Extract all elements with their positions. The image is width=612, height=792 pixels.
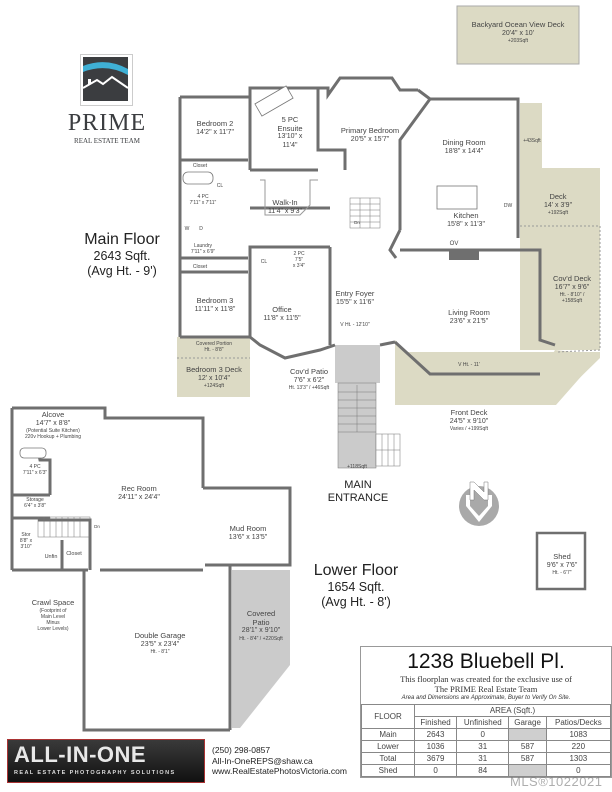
- contact-website[interactable]: www.RealEstatePhotosVictoria.com: [212, 766, 347, 776]
- area-table: FLOOR AREA (Sqft.) Finished Unfinished G…: [361, 704, 612, 777]
- contact-phone: (250) 298-0857: [212, 745, 271, 755]
- col-finished: Finished: [413, 716, 458, 729]
- exclusive-use-line-2: The PRIME Real Estate Team: [434, 684, 538, 694]
- logo-mark-icon: [80, 54, 133, 106]
- closet-label-1: Closet: [192, 163, 208, 169]
- logo-tagline: REAL ESTATE TEAM: [74, 137, 140, 145]
- disclaimer: Area and Dimensions are Approximate, Buy…: [401, 695, 571, 701]
- col-garage: Garage: [508, 716, 547, 729]
- table-row: Total 3679 31 587 1303: [361, 752, 612, 765]
- contact-block: (250) 298-0857 All-In-OneREPS@shaw.ca ww…: [212, 745, 347, 777]
- main-entrance-label: MAIN ENTRANCE: [327, 479, 389, 504]
- company-name: ALL-IN-ONE: [14, 742, 147, 767]
- lower-stairs-down: Dn: [94, 524, 100, 529]
- room-closet-lower: Closet: [66, 551, 82, 557]
- lower-floor-title: Lower Floor 1654 Sqft. (Avg Ht. - 8'): [313, 562, 399, 609]
- table-row: Main 2643 0 1083: [361, 728, 612, 741]
- exclusive-use-line-1: This floorplan was created for the exclu…: [400, 674, 572, 684]
- room-unfin: Unfin: [44, 554, 58, 560]
- col-patios-decks: Patios/Decks: [545, 716, 612, 729]
- info-box: 1238 Bluebell Pl. This floorplan was cre…: [360, 646, 612, 778]
- col-unfinished: Unfinished: [456, 716, 510, 729]
- mls-watermark: MLS®1022021: [510, 774, 603, 789]
- main-floor-title: Main Floor 2643 Sqft. (Avg Ht. - 9'): [84, 231, 160, 278]
- company-tagline: REAL ESTATE PHOTOGRAPHY SOLUTIONS: [14, 770, 176, 776]
- stairs-down-label: Dn: [354, 220, 360, 225]
- washer-label: W: [184, 226, 190, 232]
- dryer-label: D: [199, 226, 203, 232]
- entrance-landing-area: +118Sqft: [347, 464, 367, 470]
- cl-label-2: CL: [260, 259, 268, 265]
- backyard-deck-label: Backyard Ocean View Deck 20'4" x 10' +20…: [471, 20, 565, 44]
- compass-icon: [459, 481, 499, 526]
- prime-logo: PRIME REAL ESTATE TEAM: [60, 52, 154, 147]
- living-vault-height: V Ht. - 11': [458, 362, 480, 368]
- table-row: Lower 1036 31 587 220: [361, 740, 612, 753]
- company-banner: ALL-IN-ONE REAL ESTATE PHOTOGRAPHY SOLUT…: [7, 739, 205, 783]
- area-header: AREA (Sqft.): [414, 704, 611, 717]
- logo-brand: PRIME: [67, 110, 147, 136]
- contact-email[interactable]: All-In-OneREPS@shaw.ca: [212, 755, 313, 766]
- property-address: 1238 Bluebell Pl.: [407, 650, 565, 673]
- cl-label-1: CL: [216, 183, 224, 189]
- oven-label: OV: [449, 241, 459, 247]
- floor-header: FLOOR: [361, 704, 415, 729]
- foyer-vault-height: V Ht. - 12'10": [340, 322, 370, 328]
- closet-label-2: Closet: [192, 264, 208, 270]
- dishwasher-label: DW: [503, 203, 513, 209]
- table-row: Shed 0 84 0: [361, 764, 612, 777]
- stairs-area-label: +43Sqft: [523, 138, 541, 144]
